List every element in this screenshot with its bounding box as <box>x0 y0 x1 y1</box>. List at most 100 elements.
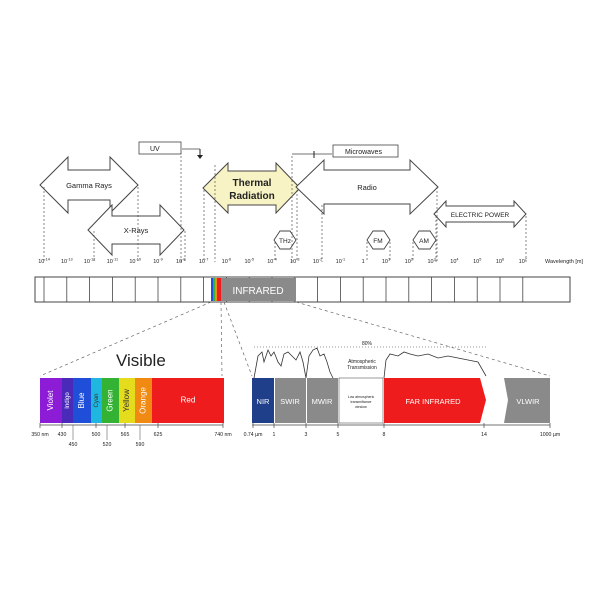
visible-band-indigo <box>62 378 73 423</box>
visible-scale-label: 740 nm <box>214 432 231 438</box>
visible-band-yellow-label: Yellow <box>122 389 131 412</box>
bar-visible-orange <box>215 278 217 301</box>
ir-band-far-infrared-label: FAR INFRARED <box>405 397 461 406</box>
bar-visible-blue <box>211 278 213 301</box>
wavelength-tick-label: 1 <box>362 259 365 265</box>
ir-band-vlwir-label: VLWIR <box>516 397 540 406</box>
transmission-80-label: 80% <box>362 341 373 347</box>
ir-band-nir <box>252 378 274 423</box>
visible-scale-label-minor: 520 <box>103 442 112 448</box>
wavelength-tick-label: 107 <box>519 258 527 266</box>
ir-scale-label: 3 <box>305 432 308 438</box>
thz-arrow: THz <box>273 230 297 250</box>
visible-band-cyan-label: Cyan <box>94 393 100 407</box>
bar-visible-green <box>213 278 215 301</box>
visible-title: Visible <box>116 351 166 370</box>
thermal-label-line1: Thermal <box>233 178 272 189</box>
thz-label: THz <box>279 238 291 245</box>
ir-band-mwir <box>307 378 338 423</box>
electric-power-label: ELECTRIC POWER <box>451 212 510 219</box>
ir-scale-label: 14 <box>481 432 487 438</box>
visible-band-blue-label: Blue <box>77 392 86 409</box>
visible-band-red <box>152 378 224 423</box>
thermal-radiation-arrow: Thermal Radiation <box>202 161 301 215</box>
visible-scale-label: 500 <box>92 432 101 438</box>
uv-label-box <box>138 141 182 155</box>
wavelength-tick-label: 10-13 <box>61 258 73 266</box>
wavelength-tick-label: 10-11 <box>107 258 118 266</box>
uv-pointer-head <box>197 155 203 159</box>
visible-band-red-label: Red <box>181 396 196 405</box>
visible-band-orange <box>135 378 152 423</box>
wavelength-tick-label: 106 <box>496 258 504 266</box>
x-rays-arrow: X-Rays <box>87 203 185 257</box>
wavelength-tick-label: 10-14 <box>38 258 50 266</box>
wavelength-tick-label: 10-1 <box>336 258 346 266</box>
visible-band-blue <box>73 378 91 423</box>
low-transmittance-line2: transmittance <box>350 400 371 404</box>
radio-label: Radio <box>357 183 377 192</box>
guide-lines <box>43 152 527 262</box>
ir-scale-label: 1 <box>273 432 276 438</box>
wavelength-tick-label: 10-2 <box>313 258 323 266</box>
visible-scale-label: 565 <box>121 432 130 438</box>
am-label: AM <box>419 238 429 245</box>
fm-arrow: FM <box>366 230 391 250</box>
wavelength-tick-label: 10-12 <box>84 258 96 266</box>
visible-band-strip: Violet Indigo Blue Cyan Green Yellow Orange Red <box>40 378 224 423</box>
atm-transmission-line1: Atmospheric <box>348 359 376 365</box>
microwaves-label-box <box>332 144 399 158</box>
wavelength-tick-label: 10-10 <box>129 258 141 266</box>
spectrum-bar: INFRARED <box>34 276 571 303</box>
visible-band-indigo-label: Indigo <box>65 392 71 409</box>
microwaves-bracket: Microwaves <box>292 144 399 158</box>
ir-band-swir-label: SWIR <box>280 397 300 406</box>
wavelength-tick-label: 10-7 <box>199 258 209 266</box>
uv-label: UV <box>150 146 160 153</box>
ir-scale-label: 0.74 µm <box>244 432 263 438</box>
wavelength-tick-label: 10-4 <box>267 258 277 266</box>
bar-infrared-segment <box>221 278 296 301</box>
visible-band-orange-label: Orange <box>139 387 148 414</box>
wavelength-tick-label: 10-8 <box>176 258 186 266</box>
visible-scale-label: 430 <box>58 432 67 438</box>
ir-band-mwir-label: MWIR <box>312 397 333 406</box>
fm-label: FM <box>373 238 382 245</box>
wavelength-tick-label: 10-9 <box>153 258 163 266</box>
atm-transmission-line2: Transmission <box>347 365 377 371</box>
infrared-label: INFRARED <box>232 286 283 297</box>
visible-band-violet-label: Violet <box>46 390 55 411</box>
bar-visible-red <box>217 278 221 301</box>
ir-scale-label: 1000 µm <box>540 432 560 438</box>
ir-band-far-infrared <box>384 378 486 423</box>
visible-band-green <box>102 378 119 423</box>
ir-band-nir-label: NIR <box>257 397 271 406</box>
zoom-connectors <box>39 301 551 377</box>
wavelength-tick-label: 10-3 <box>290 258 300 266</box>
x-rays-label: X-Rays <box>124 226 149 235</box>
ir-band-low-transmittance <box>338 377 384 424</box>
ir-band-vlwir <box>504 378 550 423</box>
visible-band-yellow <box>119 378 135 423</box>
ir-scale-label: 8 <box>383 432 386 438</box>
gamma-rays-label: Gamma Rays <box>66 181 112 190</box>
visible-scale-label-minor: 450 <box>69 442 78 448</box>
visible-band-green-label: Green <box>106 389 115 411</box>
ir-scale-label: 5 <box>337 432 340 438</box>
wavelength-axis-label: Wavelength [m] <box>545 259 583 265</box>
ir-band-swir <box>275 378 306 423</box>
wavelength-tick-label: 10-5 <box>244 258 254 266</box>
electric-power-arrow: ELECTRIC POWER <box>433 199 527 229</box>
radio-arrow: Radio <box>295 158 439 216</box>
wavelength-tick-label: 10-6 <box>222 258 232 266</box>
wavelength-tick-label: 101 <box>382 258 390 266</box>
ir-scale-labels: 0.74 µm 1 3 5 8 14 1000 µm <box>244 423 560 438</box>
gamma-rays-arrow: Gamma Rays <box>39 155 139 215</box>
microwaves-label: Microwaves <box>345 149 382 156</box>
wavelength-tick-label: 102 <box>405 258 413 266</box>
visible-band-cyan <box>91 378 102 423</box>
